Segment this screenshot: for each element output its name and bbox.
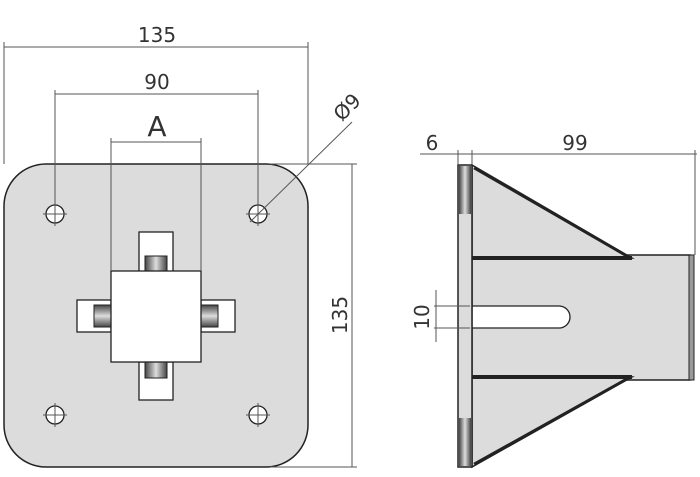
- dim-hole-diameter: Ø9: [328, 88, 365, 125]
- dim-overall-height: 135: [328, 296, 352, 334]
- gusset-tabs: [76, 231, 236, 401]
- side-view: 6 99 10: [410, 131, 697, 469]
- plate-edge: [457, 164, 473, 468]
- dim-tube-label: A: [147, 110, 166, 143]
- dim-plate-thickness: 6: [426, 131, 439, 155]
- square-tube: [110, 270, 202, 363]
- dim-slot-width: 10: [410, 304, 434, 329]
- tube-end: [688, 254, 695, 381]
- mounting-hole: [43, 403, 67, 427]
- dim-depth: 99: [562, 131, 587, 155]
- mounting-hole: [246, 403, 270, 427]
- slot: [471, 305, 571, 329]
- dim-hole-spacing: 90: [144, 70, 169, 94]
- dim-overall-width: 135: [138, 23, 176, 47]
- front-view: 135 90 A Ø9 135: [3, 23, 366, 468]
